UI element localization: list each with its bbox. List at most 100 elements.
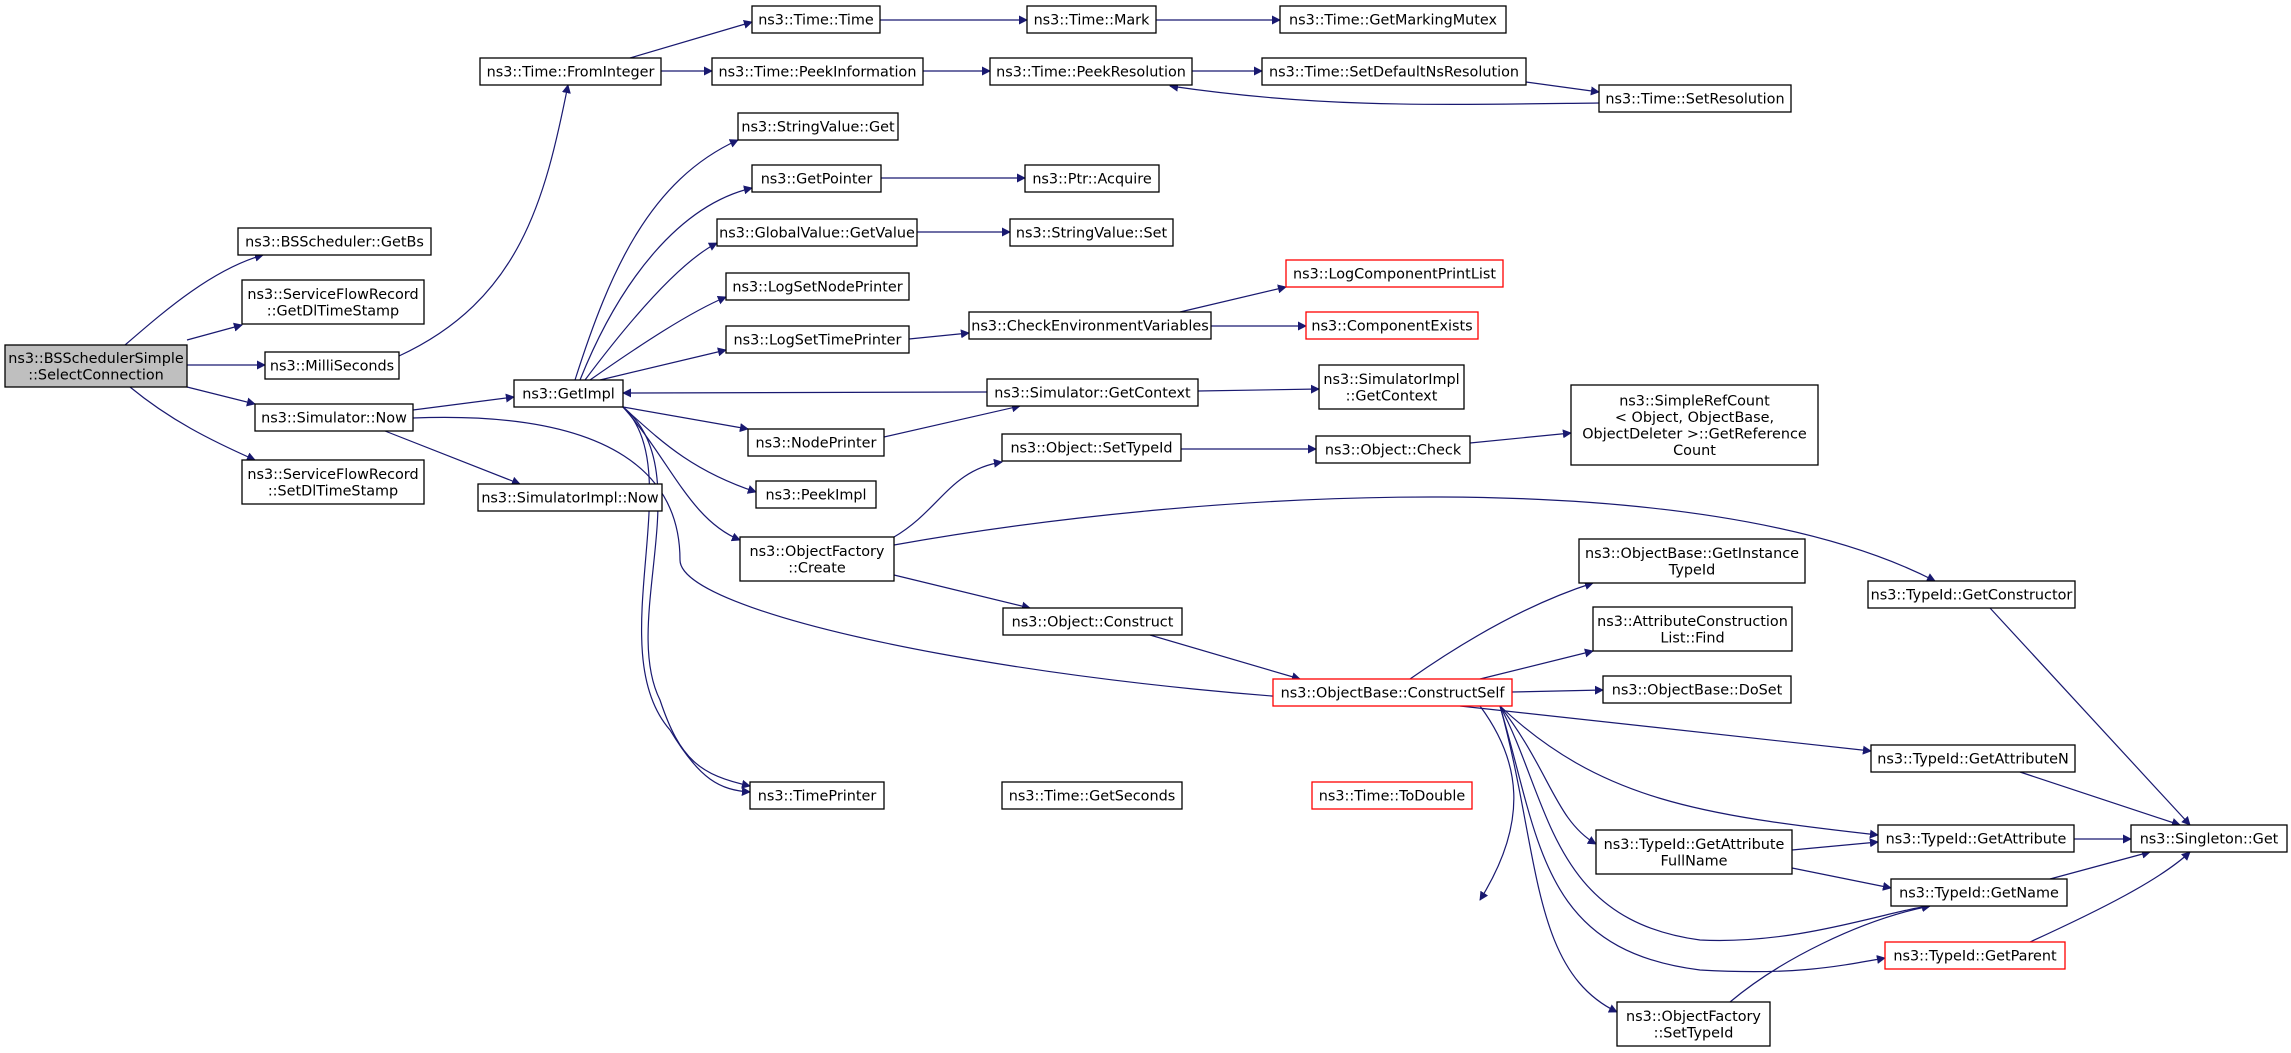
edge-root-to-setdl: [129, 386, 256, 461]
edge-simnow-to-simimplnow: [384, 430, 521, 486]
node-box: [968, 311, 1212, 340]
edge-constructself-to-attrfind: [1479, 648, 1594, 680]
edge-getimpl-to-getpointer: [579, 185, 753, 381]
node-setres[interactable]: ns3::Time::SetResolution: [1598, 84, 1792, 113]
node-doset[interactable]: ns3::ObjectBase::DoSet: [1602, 675, 1792, 704]
node-label: ns3::Time::Mark: [1034, 13, 1151, 29]
node-factsettype[interactable]: ns3::ObjectFactory::SetTypeId: [1616, 1001, 1771, 1047]
edge-getattrfull-to-getattr: [1791, 838, 1879, 851]
node-simimplctx[interactable]: ns3::SimulatorImpl::GetContext: [1318, 364, 1465, 410]
edge-constructself-to-doset: [1511, 685, 1604, 695]
node-strset[interactable]: ns3::StringValue::Set: [1009, 218, 1174, 247]
node-label: ::SetDlTimeStamp: [268, 483, 398, 499]
node-timetime[interactable]: ns3::Time::Time: [751, 5, 881, 34]
node-simgetctx[interactable]: ns3::Simulator::GetContext: [986, 378, 1199, 407]
node-root[interactable]: ns3::BSSchedulerSimple::SelectConnection: [4, 344, 188, 388]
node-mutex[interactable]: ns3::Time::GetMarkingMutex: [1279, 5, 1507, 34]
node-label: ns3::ComponentExists: [1311, 319, 1472, 335]
edge-objconstruct-to-constructself: [1149, 634, 1301, 682]
node-label: ns3::TypeId::GetParent: [1893, 949, 2057, 965]
node-mark[interactable]: ns3::Time::Mark: [1026, 5, 1157, 34]
node-box: [747, 428, 885, 457]
node-strget[interactable]: ns3::StringValue::Get: [737, 112, 899, 141]
node-label: ns3::Time::PeekInformation: [719, 65, 917, 81]
node-peekinfo[interactable]: ns3::Time::PeekInformation: [711, 57, 924, 86]
node-nodeprinter[interactable]: ns3::NodePrinter: [747, 428, 885, 457]
edge-getimpl-to-factcreate: [622, 406, 741, 542]
node-label: ns3::Time::SetDefaultNsResolution: [1269, 65, 1519, 81]
node-box: [264, 351, 400, 380]
node-getpointer[interactable]: ns3::GetPointer: [751, 164, 882, 193]
node-logtime[interactable]: ns3::LogSetTimePrinter: [725, 325, 910, 354]
node-objsettype[interactable]: ns3::Object::SetTypeId: [1001, 433, 1182, 462]
node-box: [737, 112, 899, 141]
node-simimplnow[interactable]: ns3::SimulatorImpl::Now: [477, 483, 663, 512]
node-label: ns3::CheckEnvironmentVariables: [971, 319, 1208, 335]
node-peekimpl[interactable]: ns3::PeekImpl: [755, 480, 877, 509]
node-logcomp[interactable]: ns3::LogComponentPrintList: [1285, 259, 1504, 288]
node-label: ns3::TypeId::GetConstructor: [1871, 588, 2073, 604]
node-peekres[interactable]: ns3::Time::PeekResolution: [989, 57, 1193, 86]
node-getdl[interactable]: ns3::ServiceFlowRecord::GetDlTimeStamp: [241, 279, 425, 325]
node-timeprinter[interactable]: ns3::TimePrinter: [749, 781, 885, 810]
node-label: ns3::GlobalValue::GetValue: [719, 226, 915, 242]
node-box: [1870, 744, 2076, 773]
node-acquire[interactable]: ns3::Ptr::Acquire: [1024, 164, 1160, 193]
node-singleton[interactable]: ns3::Singleton::Get: [2130, 824, 2288, 853]
node-box: [1024, 164, 1160, 193]
node-box: [1884, 941, 2066, 970]
node-objcheck[interactable]: ns3::Object::Check: [1315, 435, 1471, 464]
node-box: [986, 378, 1199, 407]
edge-getimpl-to-globalget: [584, 242, 718, 381]
node-box: [1285, 259, 1504, 288]
node-milli[interactable]: ns3::MilliSeconds: [264, 351, 400, 380]
node-box: [1002, 607, 1183, 636]
node-label: ns3::SimulatorImpl: [1323, 372, 1459, 388]
node-label: List::Find: [1660, 630, 1724, 646]
node-box: [711, 57, 924, 86]
node-factcreate[interactable]: ns3::ObjectFactory::Create: [739, 536, 895, 582]
node-frominteger[interactable]: ns3::Time::FromInteger: [479, 57, 662, 86]
node-label: ::Create: [788, 560, 846, 576]
node-box: [1595, 829, 1793, 875]
node-box: [716, 218, 918, 247]
node-todouble[interactable]: ns3::Time::ToDouble: [1311, 781, 1473, 810]
edge-getimpl-to-lognode: [589, 295, 727, 381]
node-refcount[interactable]: ns3::SimpleRefCount< Object, ObjectBase,…: [1570, 384, 1819, 466]
edge-getimpl-to-strget: [574, 139, 739, 381]
node-compexists[interactable]: ns3::ComponentExists: [1305, 311, 1479, 340]
edge-checkenv-to-logcomp: [1179, 284, 1287, 313]
node-getseconds[interactable]: ns3::Time::GetSeconds: [1001, 781, 1183, 810]
node-box: [1026, 5, 1157, 34]
node-objconstruct[interactable]: ns3::Object::Construct: [1002, 607, 1183, 636]
node-simnow[interactable]: ns3::Simulator::Now: [254, 403, 414, 432]
node-getattr[interactable]: ns3::TypeId::GetAttribute: [1877, 824, 2075, 853]
node-box: [1592, 606, 1793, 652]
node-getname[interactable]: ns3::TypeId::GetName: [1890, 878, 2068, 907]
node-label: ::SelectConnection: [28, 367, 164, 383]
node-checkenv[interactable]: ns3::CheckEnvironmentVariables: [968, 311, 1212, 340]
node-box: [241, 279, 425, 325]
node-getbs[interactable]: ns3::BSScheduler::GetBs: [237, 227, 432, 256]
node-label: ns3::Time::GetMarkingMutex: [1289, 13, 1498, 29]
node-setdefns[interactable]: ns3::Time::SetDefaultNsResolution: [1261, 57, 1527, 86]
node-getparent[interactable]: ns3::TypeId::GetParent: [1884, 941, 2066, 970]
node-label: ns3::Simulator::GetContext: [994, 386, 1191, 402]
edge-simnow-to-getimpl: [412, 393, 515, 411]
node-setdl[interactable]: ns3::ServiceFlowRecord::SetDlTimeStamp: [241, 459, 425, 505]
node-constructself[interactable]: ns3::ObjectBase::ConstructSelf: [1272, 678, 1513, 707]
node-globalget[interactable]: ns3::GlobalValue::GetValue: [716, 218, 918, 247]
node-label: < Object, ObjectBase,: [1615, 410, 1774, 426]
node-label: ns3::PeekImpl: [765, 488, 866, 504]
node-lognode[interactable]: ns3::LogSetNodePrinter: [725, 272, 910, 301]
node-getimpl[interactable]: ns3::GetImpl: [513, 379, 624, 408]
node-label: ObjectDeleter >::GetReference: [1582, 426, 1807, 442]
node-label: ::SetTypeId: [1654, 1025, 1734, 1041]
node-box: [241, 459, 425, 505]
node-box: [1890, 878, 2068, 907]
node-getctor[interactable]: ns3::TypeId::GetConstructor: [1867, 580, 2076, 609]
node-getattrn[interactable]: ns3::TypeId::GetAttributeN: [1870, 744, 2076, 773]
